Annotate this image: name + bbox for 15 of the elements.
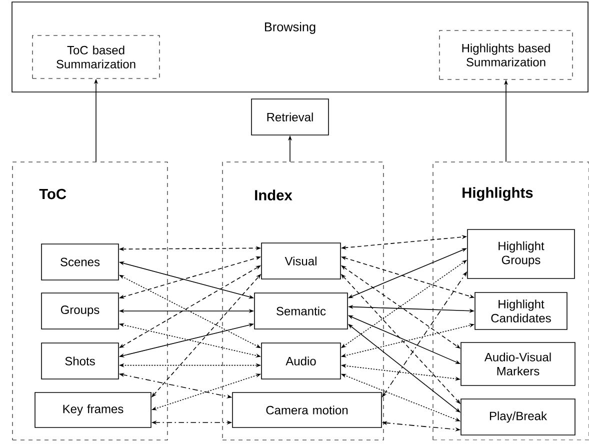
process-box: Visual — [261, 242, 341, 280]
process-box: Camera motion — [232, 392, 382, 428]
process-box: Highlight Candidates — [474, 292, 568, 330]
summarization-box: ToC based Summarization — [32, 35, 160, 79]
process-box: Groups — [41, 292, 119, 330]
process-box: Scenes — [41, 244, 119, 280]
process-box: Shots — [41, 342, 119, 380]
process-box: Audio-Visual Markers — [460, 342, 576, 386]
process-box: Retrieval — [251, 98, 329, 136]
process-box: Semantic — [254, 292, 348, 330]
process-box: Key frames — [34, 392, 152, 428]
process-box: Highlight Groups — [467, 229, 575, 279]
summarization-box: Highlights based Summarization — [439, 30, 573, 80]
process-box: Play/Break — [460, 398, 576, 436]
process-box: Audio — [261, 342, 341, 380]
